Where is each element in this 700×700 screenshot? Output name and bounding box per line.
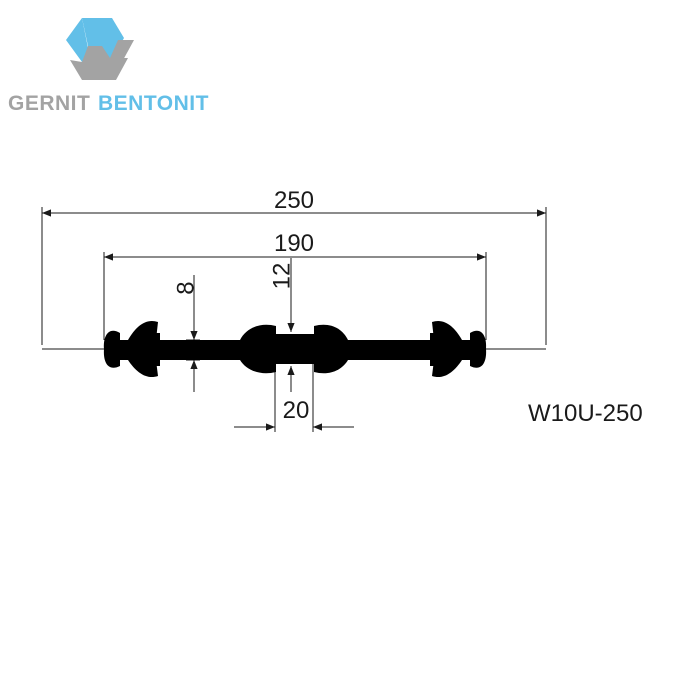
model-code-label: W10U-250 <box>528 400 643 427</box>
extension-lines <box>41 207 547 432</box>
hexagon-g-logo-icon <box>66 18 134 80</box>
waterstop-profile <box>103 320 487 378</box>
dimension-label-inner: 190 <box>274 230 314 257</box>
brand-name-bentonit: BENTONIT <box>98 92 209 115</box>
dimension-label-gap: 20 <box>283 397 310 424</box>
brand-logo <box>66 18 134 80</box>
brand-name-gernit: GERNIT <box>8 92 91 115</box>
dimension-label-flange: 8 <box>172 281 199 294</box>
dimension-label-center: 12 <box>268 263 295 290</box>
dimension-label-overall: 250 <box>274 187 314 214</box>
